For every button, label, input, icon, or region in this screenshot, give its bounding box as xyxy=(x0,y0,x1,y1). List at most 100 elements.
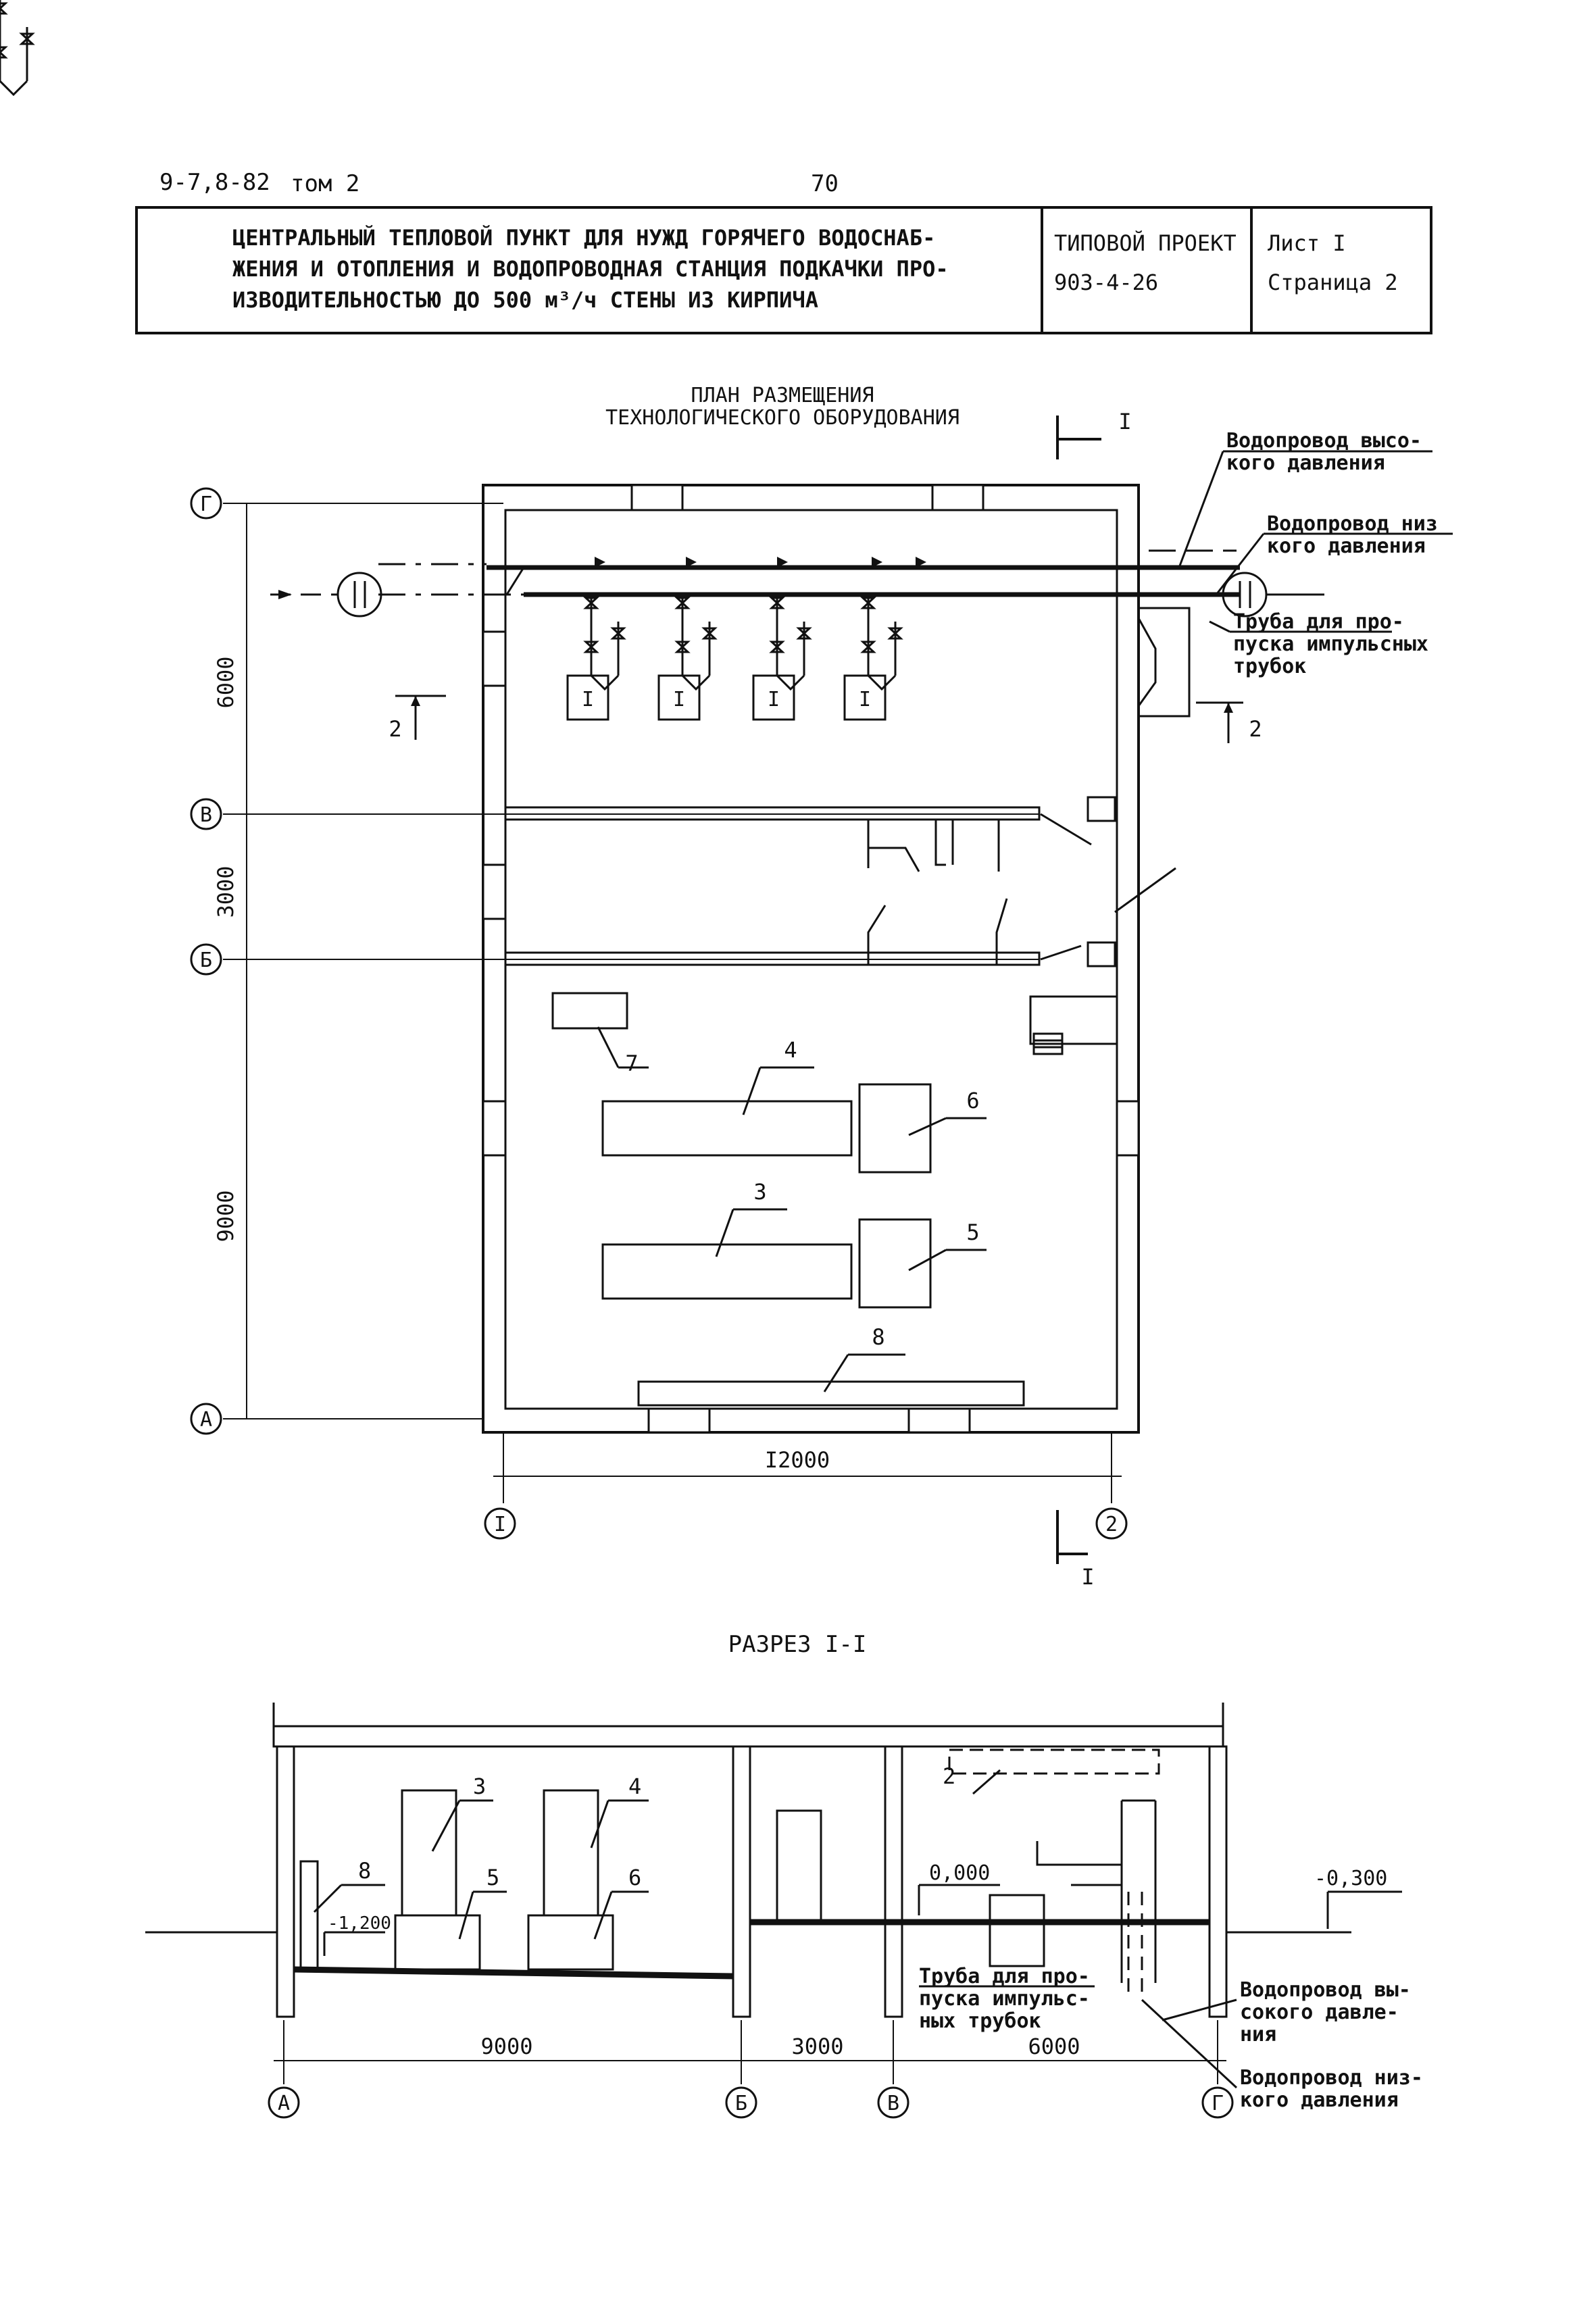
axis-bubble-v xyxy=(190,798,222,830)
window-right-1 xyxy=(1116,1100,1140,1157)
plan: ПЛАН РАЗМЕЩЕНИЯ ТЕХНОЛОГИЧЕСКОГО ОБОРУДО… xyxy=(0,0,1453,1590)
volume-label: том 2 xyxy=(291,170,360,197)
title-main: ЦЕНТРАЛЬНЫЙ ТЕПЛОВОЙ ПУНКТ ДЛЯ НУЖД ГОРЯ… xyxy=(138,209,1043,332)
level-0000: 0,000 xyxy=(929,1861,990,1885)
equipment-number-5: 5 xyxy=(966,1219,979,1245)
callout-high-2: кого давления xyxy=(1226,451,1385,475)
equipment-number-8: 8 xyxy=(872,1324,884,1350)
section-number-6: 6 xyxy=(628,1865,641,1890)
unit-label-3: I xyxy=(768,688,780,711)
callout-high-1: Водопровод высо- xyxy=(1226,429,1422,453)
section-high-3: ния xyxy=(1240,2023,1276,2046)
window-top-2 xyxy=(931,484,984,511)
dim-6000: 6000 xyxy=(213,656,239,708)
axis-bubble-b xyxy=(190,943,222,976)
section-impulse-1: Труба для про- xyxy=(919,1965,1090,1988)
section-equipment-5 xyxy=(394,1914,481,1971)
unit-label-1: I xyxy=(582,688,594,711)
section-equipment-4 xyxy=(543,1789,599,1917)
equipment-4 xyxy=(601,1100,853,1157)
section-2-left: 2 xyxy=(389,716,401,742)
section-2-right: 2 xyxy=(1249,716,1262,742)
valve-branches xyxy=(0,0,926,690)
pipeline-high xyxy=(378,549,1240,570)
dim-9000: 9000 xyxy=(213,1190,239,1242)
window-left-2 xyxy=(482,863,507,920)
section-axis-bubble-g xyxy=(1201,2086,1234,2119)
section-high-1: Водопровод вы- xyxy=(1240,1978,1411,2002)
section-axis-bubble-a xyxy=(268,2086,300,2119)
equipment-number-4: 4 xyxy=(784,1037,797,1063)
section-dim-6000: 6000 xyxy=(1028,2034,1080,2059)
section-axis-g: Г xyxy=(1212,2092,1224,2115)
section-mark-top: I xyxy=(1118,409,1131,434)
project-number: 903-4-26 xyxy=(1054,270,1159,295)
section-number-8: 8 xyxy=(358,1858,371,1884)
window-top-1 xyxy=(630,484,684,511)
axis-bubble-a xyxy=(190,1403,222,1435)
meter-left-icon xyxy=(336,572,382,618)
callout-impulse-1: Труба для про- xyxy=(1233,610,1404,634)
page-number: 70 xyxy=(811,170,839,197)
stairs-icon xyxy=(1032,1032,1064,1055)
callout-impulse-2: пуска импульсных xyxy=(1233,632,1428,656)
unit-boxes: I I I I xyxy=(566,674,887,721)
dim-12000: I2000 xyxy=(765,1447,830,1473)
section-number-2: 2 xyxy=(943,1763,955,1789)
window-bottom-2 xyxy=(907,1407,971,1434)
dim-3000: 3000 xyxy=(213,865,239,917)
title-line-1: ЦЕНТРАЛЬНЫЙ ТЕПЛОВОЙ ПУНКТ ДЛЯ НУЖД ГОРЯ… xyxy=(232,225,936,251)
callout-impulse-3: трубок xyxy=(1233,655,1306,678)
axis-label-a: А xyxy=(200,1408,212,1432)
section-equipment-6 xyxy=(527,1914,614,1971)
axis-label-b: Б xyxy=(200,949,212,972)
sheet-cell: Лист I Страница 2 xyxy=(1253,209,1430,332)
axis-label-v: В xyxy=(200,803,212,827)
unit-label-4: I xyxy=(859,688,871,711)
section-title: РАЗРЕЗ I-I xyxy=(728,1631,867,1658)
project-cell: ТИПОВОЙ ПРОЕКТ 903-4-26 xyxy=(1043,209,1253,332)
window-left-1 xyxy=(482,630,507,687)
right-niche xyxy=(1139,607,1191,718)
unit-label-2: I xyxy=(673,688,685,711)
level-minus-1200: -1,200 xyxy=(328,1913,391,1934)
section-number-4: 4 xyxy=(628,1774,641,1799)
section-axis-b: Б xyxy=(735,2092,747,2115)
equipment-number-3: 3 xyxy=(753,1179,766,1205)
section-low-1: Водопровод низ- xyxy=(1240,2066,1423,2090)
window-bottom-1 xyxy=(647,1407,711,1434)
title-line-3: ИЗВОДИТЕЛЬНОСТЬЮ ДО 500 м³/ч СТЕНЫ ИЗ КИ… xyxy=(232,287,818,313)
section-low-2: кого давления xyxy=(1240,2088,1399,2112)
sheet-label: Лист I xyxy=(1268,230,1346,256)
equipment-8 xyxy=(637,1380,1025,1407)
plan-title-1: ПЛАН РАЗМЕЩЕНИЯ xyxy=(691,384,874,407)
page-label: Страница 2 xyxy=(1268,270,1398,295)
section-axis-v: В xyxy=(887,2092,899,2115)
equipment-5 xyxy=(858,1218,932,1309)
callout-low-1: Водопровод низ xyxy=(1267,512,1438,536)
equipment-number-7: 7 xyxy=(625,1051,638,1076)
section-impulse-3: ных трубок xyxy=(919,2009,1041,2033)
section-mark-bottom: I xyxy=(1081,1564,1094,1590)
section-axis-a: А xyxy=(278,2092,290,2115)
axis-label-1: I xyxy=(494,1513,506,1536)
level-minus-0300: -0,300 xyxy=(1314,1867,1387,1890)
section-impulse-2: пуска импульс- xyxy=(919,1987,1090,2011)
axis-label-g: Г xyxy=(200,493,212,516)
axis-bubble-1 xyxy=(484,1507,516,1540)
title-block: ЦЕНТРАЛЬНЫЙ ТЕПЛОВОЙ ПУНКТ ДЛЯ НУЖД ГОРЯ… xyxy=(135,206,1432,334)
section-dim-9000: 9000 xyxy=(480,2034,532,2059)
equipment-3 xyxy=(601,1243,853,1300)
plan-title-2: ТЕХНОЛОГИЧЕСКОГО ОБОРУДОВАНИЯ xyxy=(605,406,959,430)
section-roof xyxy=(272,1725,1224,1748)
equipment-6 xyxy=(858,1083,932,1174)
title-line-2: ЖЕНИЯ И ОТОПЛЕНИЯ И ВОДОПРОВОДНАЯ СТАНЦИ… xyxy=(232,256,949,282)
callout-low-2: кого давления xyxy=(1267,534,1426,558)
section-axis-bubble-b xyxy=(725,2086,757,2119)
section-number-5: 5 xyxy=(487,1865,499,1890)
axis-label-2: 2 xyxy=(1105,1513,1118,1536)
pipeline-low xyxy=(270,590,1240,599)
project-label: ТИПОВОЙ ПРОЕКТ xyxy=(1054,230,1237,256)
floor-low xyxy=(293,1966,734,1980)
